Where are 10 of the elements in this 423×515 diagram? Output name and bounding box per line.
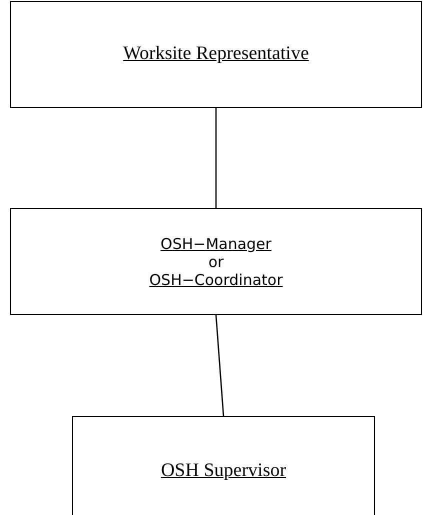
role-title: OSH−Coordinator	[149, 270, 283, 288]
role-box	[10, 208, 422, 315]
role-title: OSH Supervisor	[160, 458, 286, 483]
role-box	[72, 416, 375, 515]
connector-line	[215, 108, 217, 208]
role-title: Worksite Representative	[123, 42, 309, 66]
role-title: or	[208, 252, 224, 270]
role-title: OSH−Manager	[160, 234, 272, 252]
connector-line	[215, 314, 224, 416]
role-box	[10, 1, 422, 108]
